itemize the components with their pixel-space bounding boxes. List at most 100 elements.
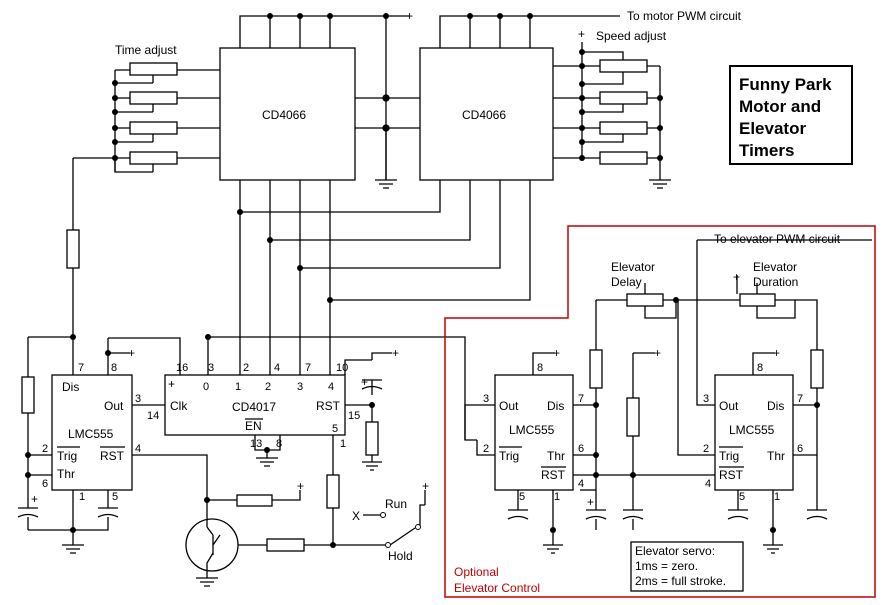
speed-adjust-dots — [579, 49, 663, 161]
delay-line-1: Elevator — [611, 260, 655, 274]
speed-adjust-pots — [553, 42, 671, 189]
lmc555-delay-chip — [494, 374, 574, 491]
main-pin2: 2 — [42, 443, 48, 455]
duration-pin5: 5 — [739, 491, 745, 503]
plus-cap-main: + — [31, 492, 38, 506]
main-pin1: 1 — [79, 491, 85, 503]
delay-pin5: 5 — [519, 491, 525, 503]
ground-mid — [375, 179, 397, 189]
lmc555-main-chip — [51, 374, 133, 491]
servo-note-line-2: 1ms = zero. — [635, 559, 698, 573]
main-pin3: 3 — [135, 393, 141, 405]
optional-line-1: Optional — [454, 565, 499, 579]
cd4017-q3: 3 — [297, 381, 303, 393]
speed-adjust-label: Speed adjust — [596, 29, 667, 43]
delay-out: Out — [499, 399, 519, 413]
cd4017-pin16: 16 — [176, 362, 188, 374]
duration-pin3: 3 — [703, 393, 709, 405]
lmc555-duration-label: LMC555 — [729, 423, 775, 437]
plus-main555: + — [128, 346, 135, 360]
time-adjust-label: Time adjust — [115, 43, 177, 57]
cd4017-clk: Clk — [170, 399, 188, 413]
plus-cap-4017: + — [361, 375, 368, 389]
title-line-3: Elevator — [739, 119, 806, 138]
delay-thr: Thr — [547, 449, 565, 463]
switch-contacts — [380, 512, 421, 548]
cd4066-right-label: CD4066 — [462, 108, 506, 122]
title: Funny Park Motor and Elevator Timers — [739, 75, 832, 160]
delay-dis: Dis — [547, 399, 564, 413]
servo-note-box — [630, 541, 744, 592]
delay-overbars — [499, 446, 566, 468]
plus-cap-delay: + — [587, 495, 594, 509]
duration-dis: Dis — [767, 399, 784, 413]
cd4017-pin4: 4 — [274, 362, 280, 374]
delay-trig: Trig — [499, 449, 519, 463]
cd4066-left-label: CD4066 — [262, 108, 306, 122]
main-out: Out — [104, 399, 124, 413]
main-pin5: 5 — [112, 491, 118, 503]
main-555-wires — [17, 336, 208, 554]
duration-trig: Trig — [719, 449, 739, 463]
cd4017-pin8: 8 — [276, 438, 282, 450]
main-trig: Trig — [57, 449, 77, 463]
title-box — [729, 65, 853, 165]
plus-delay-res: + — [654, 346, 661, 360]
cd4066-left-chip — [219, 47, 356, 181]
cd4017-pin10: 10 — [336, 362, 348, 374]
cd4066-right-chip — [419, 47, 554, 181]
cd4017-pin1: 1 — [340, 438, 346, 450]
delay-pin3: 3 — [483, 393, 489, 405]
title-line-1: Funny Park — [739, 75, 832, 94]
main-pin6: 6 — [42, 478, 48, 490]
cd4017-pin-numbers: 16 3 2 4 7 10 0 1 2 3 4 14 15 13 8 5 1 — [147, 362, 360, 450]
cd4066-bottom-wires — [239, 180, 531, 360]
bottom-wire-dots — [237, 209, 333, 303]
duration-pin8: 8 — [757, 362, 763, 374]
main-pin8: 8 — [111, 362, 117, 374]
plus-switch: + — [422, 479, 429, 493]
cd4017-q0: 0 — [203, 381, 209, 393]
optional-line-2: Elevator Control — [454, 581, 540, 595]
title-line-4: Timers — [739, 141, 794, 160]
time-adjust-dots — [112, 80, 118, 161]
servo-note-line-1: Elevator servo: — [635, 544, 715, 558]
duration-pin6: 6 — [797, 443, 803, 455]
duration-out: Out — [719, 399, 739, 413]
duration-line-2: Duration — [753, 275, 798, 289]
time-adjust-pots — [66, 62, 220, 360]
cd4017-pin3: 3 — [208, 362, 214, 374]
x-label: X — [352, 509, 360, 523]
plus-transistor: + — [297, 479, 304, 493]
main-555-pin-numbers: 7 8 3 2 6 1 5 4 — [42, 362, 141, 503]
main-pin7: 7 — [78, 362, 84, 374]
cd4066-top-dots — [267, 13, 533, 19]
plus-4017: + — [168, 377, 175, 391]
duration-pin7: 7 — [797, 393, 803, 405]
chip-interconnect — [355, 94, 420, 180]
run-label: Run — [385, 497, 407, 511]
cd4017-pin14: 14 — [147, 410, 159, 422]
lmc555-main-label: LMC555 — [68, 427, 114, 441]
delay-pin-numbers: 8 3 7 2 6 5 1 4 — [483, 362, 584, 503]
main-rst: RST — [100, 449, 125, 463]
delay-pin1: 1 — [554, 491, 560, 503]
duration-rst: RST — [719, 468, 744, 482]
optional-box — [444, 225, 876, 598]
cd4017-dots — [205, 334, 375, 548]
duration-pin2: 2 — [703, 443, 709, 455]
to-elevator-label: To elevator PWM circuit — [714, 232, 841, 246]
plus-delay555: + — [553, 346, 560, 360]
title-line-2: Motor and — [739, 97, 821, 116]
plus-duration-pot: + — [733, 270, 740, 284]
cd4017-en: EN — [245, 419, 262, 433]
cd4017-q2: 2 — [265, 381, 271, 393]
plus-speed: + — [578, 27, 585, 41]
to-motor-label: To motor PWM circuit — [627, 9, 742, 23]
cd4017-pin15: 15 — [348, 410, 360, 422]
duration-thr: Thr — [767, 449, 785, 463]
delay-rst: RST — [541, 468, 566, 482]
plus-4017-rst: + — [392, 346, 399, 360]
elevator-dots — [550, 297, 820, 533]
